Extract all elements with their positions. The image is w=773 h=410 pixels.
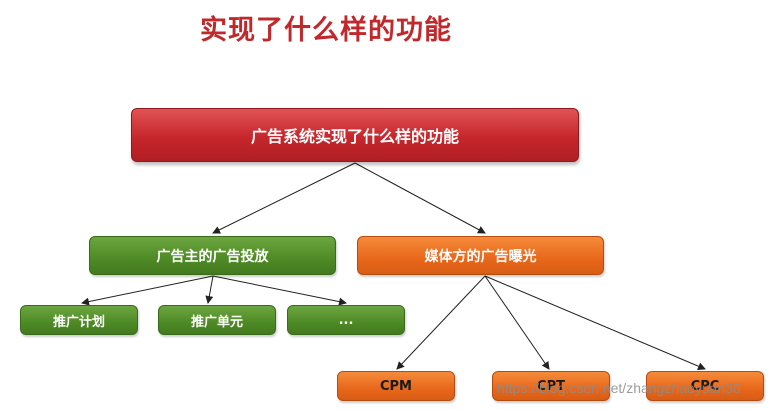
edge-media-cpm: [396, 275, 486, 370]
edge-media-cpc: [484, 275, 706, 370]
watermark-text: https://blog.csdn.net/zhangzhaoyuan30: [497, 380, 741, 396]
cpm-node: CPM: [337, 371, 455, 401]
plan-node: 推广计划: [20, 305, 138, 335]
edge-advertiser-more: [212, 275, 347, 306]
root-node: 广告系统实现了什么样的功能: [131, 108, 579, 162]
advertiser-node: 广告主的广告投放: [89, 236, 336, 275]
media-node: 媒体方的广告曝光: [357, 236, 604, 275]
edge-root-advertiser: [212, 162, 356, 234]
cpc-node: CPC: [646, 371, 764, 401]
edge-advertiser-unit: [205, 275, 214, 304]
edge-advertiser-plan: [81, 275, 214, 306]
unit-node: 推广单元: [158, 305, 276, 335]
edge-root-media: [354, 162, 486, 234]
edge-media-cpt: [484, 275, 550, 370]
more-node: ...: [287, 305, 405, 335]
page-title: 实现了什么样的功能: [200, 15, 452, 46]
cpt-node: CPT: [492, 371, 610, 401]
